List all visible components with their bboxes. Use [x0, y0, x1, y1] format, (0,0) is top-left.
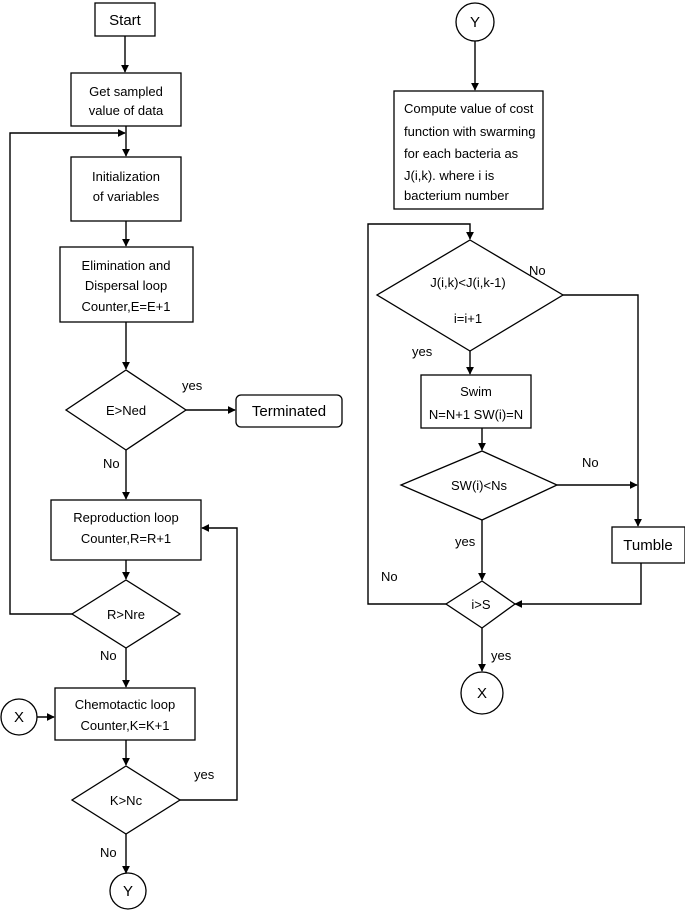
elim-loop-label-1: Elimination and — [82, 258, 171, 273]
init-vars-label-2: of variables — [93, 189, 160, 204]
chemo-loop-label-1: Chemotactic loop — [75, 697, 175, 712]
decision-r-nre-label: R>Nre — [107, 607, 145, 622]
swim-box — [420, 374, 532, 429]
terminated-label: Terminated — [252, 403, 326, 420]
decision-e-ned-label: E>Ned — [106, 403, 146, 418]
label-no-ened: No — [103, 456, 120, 471]
tumble-box — [611, 526, 685, 564]
swim-label-2: N=N+1 SW(i)=N — [429, 407, 523, 422]
edge-j-no-to-tumble — [563, 294, 642, 527]
compute-cost-box — [393, 90, 544, 210]
repro-loop-label-2: Counter,R=R+1 — [81, 531, 171, 546]
decision-sw-ns-label: SW(i)<Ns — [451, 478, 507, 493]
label-yes-knc: yes — [194, 767, 215, 782]
chemo-loop-label-2: Counter,K=K+1 — [81, 718, 170, 733]
decision-j-compare-label-2: i=i+1 — [454, 311, 482, 326]
right-flow: Y Compute value of cost function with sw… — [367, 2, 685, 715]
edge-knc-yes-to-repro — [180, 524, 238, 801]
connector-y-right-label: Y — [470, 14, 480, 31]
label-yes-ened: yes — [182, 378, 203, 393]
connector-x-right-label: X — [477, 685, 487, 702]
swim-label-1: Swim — [460, 384, 492, 399]
connector-x-right — [460, 671, 504, 715]
compute-cost-label-2: function with swarming — [404, 124, 536, 139]
start-label: Start — [109, 12, 142, 29]
left-flow: Start Get sampled value of data Initiali… — [0, 2, 343, 910]
edge-rnre-loop-to-init — [9, 129, 126, 615]
compute-cost-label-1: Compute value of cost — [404, 101, 534, 116]
decision-i-s-label: i>S — [471, 597, 490, 612]
compute-cost-label-5: bacterium number — [404, 188, 509, 203]
edge-tumble-to-is — [514, 563, 642, 608]
label-no-rnre: No — [100, 648, 117, 663]
label-no-is: No — [381, 569, 398, 584]
elim-loop-box — [59, 246, 194, 323]
label-no-knc: No — [100, 845, 117, 860]
label-yes-is: yes — [491, 648, 512, 663]
repro-loop-label-1: Reproduction loop — [73, 510, 179, 525]
connector-y-left-label: Y — [123, 883, 133, 900]
edge-is-no-loop — [367, 223, 474, 605]
decision-j-compare — [375, 239, 565, 352]
connector-y-left — [109, 872, 147, 910]
init-vars-label-1: Initialization — [92, 169, 160, 184]
decision-j-compare-label-1: J(i,k)<J(i,k-1) — [430, 275, 505, 290]
compute-cost-label-3: for each bacteria as — [404, 146, 519, 161]
tumble-label: Tumble — [623, 537, 672, 554]
connector-x-left-label: X — [14, 709, 24, 726]
init-vars-box — [70, 156, 182, 222]
label-no-sw: No — [582, 455, 599, 470]
get-data-label-2: value of data — [89, 103, 164, 118]
label-yes-sw: yes — [455, 534, 476, 549]
chemo-loop-box — [54, 687, 196, 741]
elim-loop-label-2: Dispersal loop — [85, 278, 167, 293]
label-no-j: No — [529, 263, 546, 278]
start-box — [94, 2, 156, 37]
get-data-label-1: Get sampled — [89, 84, 163, 99]
compute-cost-label-4: J(i,k). where i is — [404, 168, 495, 183]
get-data-box — [70, 72, 182, 127]
terminated-box — [235, 394, 343, 428]
decision-k-nc-label: K>Nc — [110, 793, 143, 808]
repro-loop-box — [50, 499, 202, 561]
label-yes-j: yes — [412, 344, 433, 359]
elim-loop-label-3: Counter,E=E+1 — [82, 299, 171, 314]
